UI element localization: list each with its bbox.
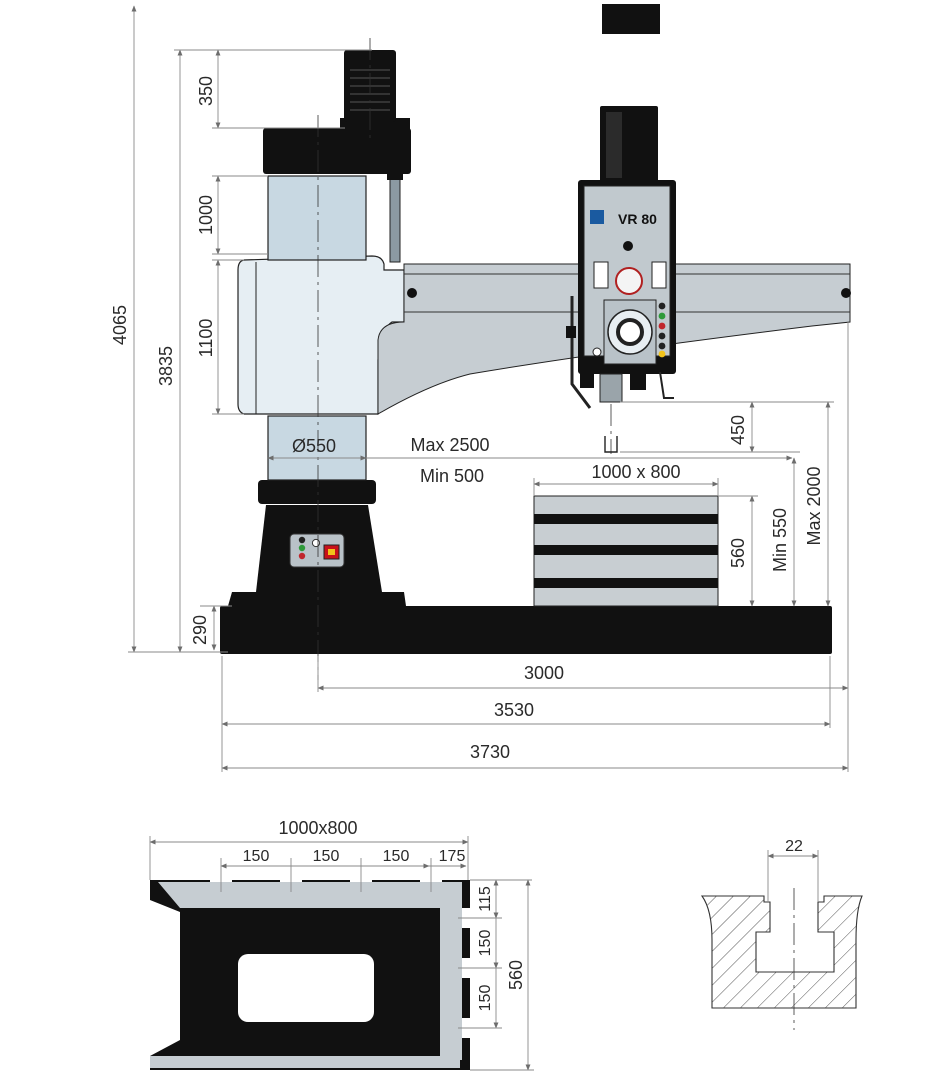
detail-side-spacing-3: 150 bbox=[477, 985, 494, 1012]
table-section-detail: 1000x800 150 150 150 175 115 150 150 560 bbox=[149, 818, 534, 1071]
feed-lever-icon bbox=[570, 296, 592, 409]
drill-bit-icon bbox=[604, 436, 618, 453]
machine-base bbox=[220, 606, 832, 654]
dim-motor-height: 350 bbox=[196, 76, 216, 106]
detail-side-spacing-1: 115 bbox=[477, 886, 494, 912]
table-section-window bbox=[238, 954, 374, 1022]
dim-arm-max: Max 2500 bbox=[410, 435, 489, 455]
indicator-light-icon bbox=[298, 536, 306, 544]
dim-arm-height: 1100 bbox=[196, 319, 216, 358]
dim-column-diameter: Ø550 bbox=[292, 436, 336, 456]
column-collar bbox=[258, 480, 376, 504]
dim-min-height: Min 550 bbox=[770, 508, 790, 572]
dim-spindle-travel: 450 bbox=[728, 415, 748, 445]
column-top-housing bbox=[263, 128, 411, 174]
work-table bbox=[533, 495, 719, 607]
dim-max-height: Max 2000 bbox=[804, 466, 824, 545]
detail-slot-spacing-1: 150 bbox=[243, 848, 270, 865]
dim-arm-min: Min 500 bbox=[420, 466, 484, 486]
detail-slot-spacing-4: 175 bbox=[439, 848, 466, 865]
selector-knob-icon bbox=[311, 538, 321, 548]
dim-base-height: 290 bbox=[190, 615, 210, 645]
detail-slot-spacing-3: 150 bbox=[383, 848, 410, 865]
t-slot-detail: 22 bbox=[700, 838, 863, 1030]
upper-column bbox=[267, 175, 367, 261]
dim-reach: 3000 bbox=[524, 663, 564, 683]
dim-total-height: 4065 bbox=[110, 305, 130, 345]
detail-table-size: 1000x800 bbox=[278, 818, 357, 838]
upper-fragment bbox=[602, 4, 660, 34]
slot-width-label: 22 bbox=[785, 838, 803, 855]
dim-table-height: 560 bbox=[728, 538, 748, 568]
gauge-icon bbox=[615, 267, 643, 295]
dim-overall-length: 3730 bbox=[470, 742, 510, 762]
brand-logo-icon bbox=[590, 210, 604, 224]
dim-column-upper: 1000 bbox=[196, 195, 216, 235]
radial-drill-machine: VR 80 bbox=[220, 4, 851, 680]
main-dimensions: 4065 3835 350 1000 1100 290 Ø550 Max 250… bbox=[110, 5, 849, 772]
green-button-icon bbox=[298, 544, 306, 552]
detail-side-spacing-2: 150 bbox=[477, 930, 494, 957]
dim-column-height: 3835 bbox=[156, 346, 176, 386]
lower-column bbox=[267, 415, 367, 481]
dim-base-length: 3530 bbox=[494, 700, 534, 720]
elevating-screw bbox=[389, 175, 401, 263]
red-button-icon bbox=[298, 552, 306, 560]
detail-table-height: 560 bbox=[506, 960, 526, 990]
column-plinth bbox=[228, 592, 406, 606]
model-label: VR 80 bbox=[618, 211, 657, 227]
t-slot-hatched-block bbox=[700, 895, 863, 1009]
detail-slot-spacing-2: 150 bbox=[313, 848, 340, 865]
dim-table-size: 1000 x 800 bbox=[591, 462, 680, 482]
